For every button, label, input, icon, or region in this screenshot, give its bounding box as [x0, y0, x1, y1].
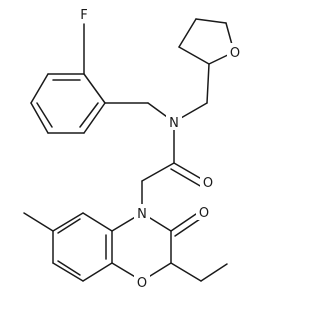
lactam-co-bond-2 [174, 218, 201, 237]
amide-oxygen-label: O [203, 176, 213, 191]
amide-co-bond-2 [170, 168, 203, 188]
methyl-bond [23, 212, 54, 232]
ethyl-bond-2 [200, 263, 228, 282]
fluorine-atom: F [77, 5, 91, 23]
fluorophenyl-ring [30, 73, 106, 134]
benzoxazine-oxygen-atom: O [134, 273, 150, 291]
lactam-oxygen-label: O [199, 206, 209, 221]
amide-nitrogen-atom: N [166, 113, 182, 131]
amide-oxygen-atom: O [200, 173, 216, 191]
oxolane-oxygen-atom: O [227, 43, 243, 61]
lactam-oxygen-atom: O [196, 203, 212, 221]
carbonyl-methylene-bond [141, 162, 175, 182]
amide-co-bond [173, 162, 206, 182]
fused-benzene-ring [52, 212, 113, 282]
oxazinone-ring [111, 212, 172, 282]
thf-methylene-bond [206, 63, 210, 104]
ring-nitrogen-atom: N [134, 204, 150, 222]
oxolane-ring [178, 18, 235, 65]
chemical-structure: F N O O N O O [23, 5, 243, 291]
lactam-co-bond [170, 213, 197, 232]
amide-nitrogen-label: N [169, 116, 179, 131]
atom-labels: F N O O N O O [77, 5, 243, 291]
ring-nitrogen-label: N [137, 207, 147, 222]
oxolane-oxygen-label: O [230, 46, 240, 61]
bond-skeleton [23, 18, 235, 282]
benzoxazine-oxygen-label: O [137, 276, 147, 291]
fluorine-label: F [80, 8, 87, 23]
ethyl-bond-1 [170, 262, 202, 282]
